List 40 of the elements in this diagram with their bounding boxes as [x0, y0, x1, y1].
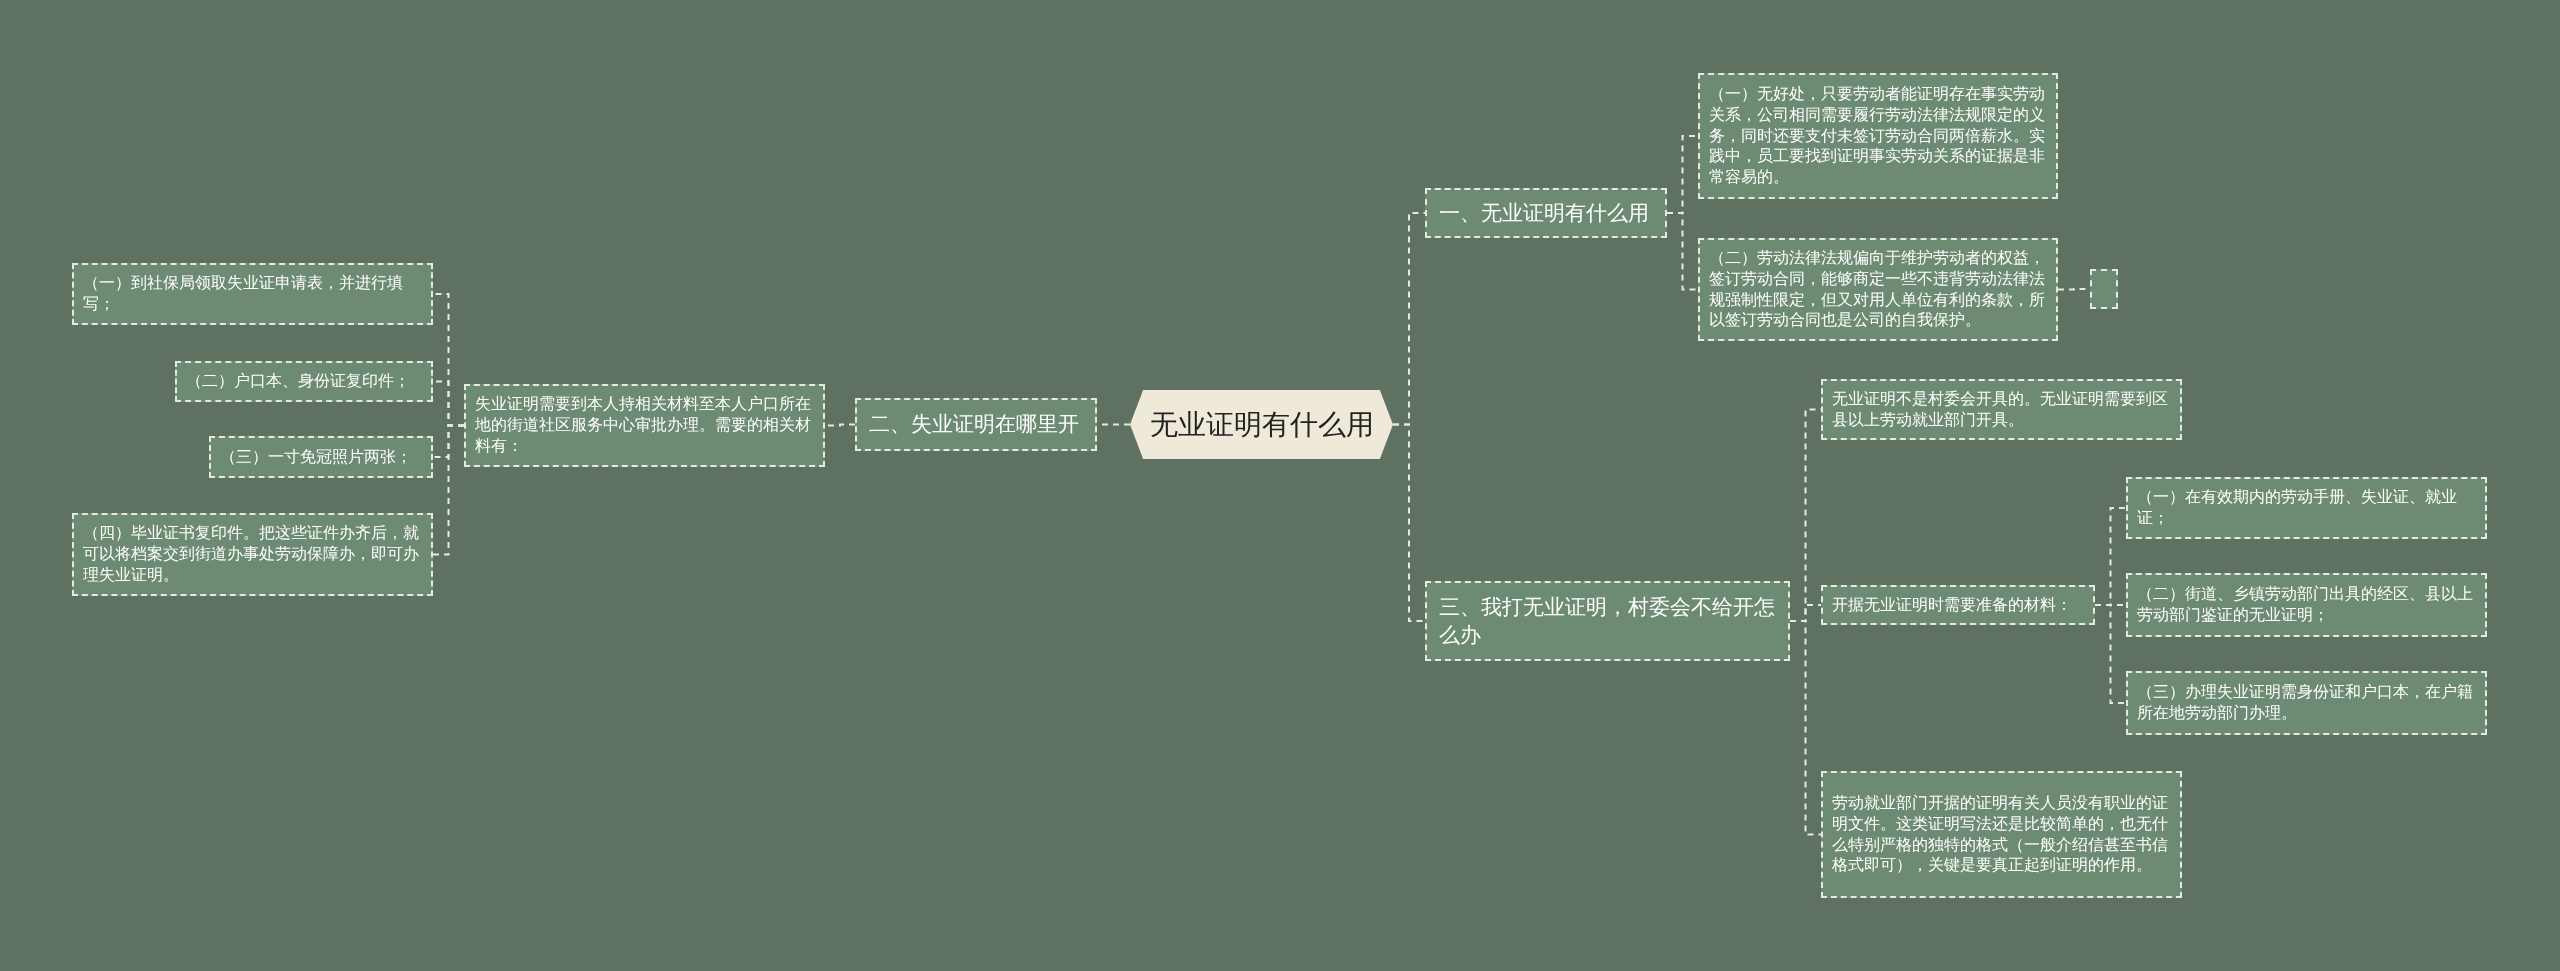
- note-text: （二）劳动法律法规偏向于维护劳动者的权益，签订劳动合同，能够商定一些不违背劳动法律法规强制性限定，但又对用人单位有利的条款，所以签订劳动合同也是公司的自我保护。: [1709, 247, 2046, 332]
- topic-box: [1425, 188, 1667, 238]
- note-text: （一）在有效期内的劳动手册、失业证、就业证；: [2137, 487, 2458, 529]
- note-text: （四）毕业证书复印件。把这些证件办齐后，就可以将档案交到街道办事处劳动保障办，即可办理失业证明。: [83, 523, 420, 586]
- note-box: [464, 384, 825, 467]
- note-box: [1698, 73, 2058, 199]
- topic-text: 无业证明有什么用: [1149, 406, 1374, 443]
- note-box: [209, 436, 433, 478]
- note-box: [1698, 238, 2058, 341]
- note-text: （三）一寸免冠照片两张；: [220, 446, 412, 468]
- note-box: [1821, 585, 2095, 625]
- note-text: （一）无好处，只要劳动者能证明存在事实劳动关系，公司相同需要履行劳动法律法规限定的义务，同时还要支付未签订劳动合同两倍薪水。实践中，员工要找到证明事实劳动关系的证据是非常容易的。: [1709, 84, 2046, 188]
- note-box: [72, 513, 433, 596]
- note-text: （二）户口本、身份证复印件；: [186, 371, 410, 392]
- topic-box: [1425, 581, 1790, 661]
- note-box: [1821, 379, 2182, 440]
- note-box: [2126, 477, 2487, 539]
- topic-text: 三、我打无业证明，村委会不给开怎么办: [1439, 593, 1776, 649]
- note-box: [1821, 771, 2182, 898]
- empty-box: [2090, 269, 2118, 309]
- connector-line: [1789, 620, 1822, 836]
- connector-line: [1666, 212, 1699, 291]
- note-text: （三）办理失业证明需身份证和户口本，在户籍所在地劳动部门办理。: [2137, 682, 2474, 724]
- topic-text: 二、失业证明在哪里开: [869, 411, 1079, 439]
- note-box: [72, 263, 433, 325]
- connector-line: [432, 424, 465, 556]
- root-hexagon: [1130, 390, 1393, 459]
- note-text: （一）到社保局领取失业证申请表，并进行填写；: [83, 273, 404, 315]
- note-text: 无业证明不是村委会开具的。无业证明需要到区县以上劳动就业部门开具。: [1832, 388, 2169, 431]
- note-text: 失业证明需要到本人持相关材料至本人户口所在地的街道社区服务中心审批办理。需要的相关材料有：: [475, 394, 812, 457]
- note-box: [175, 361, 433, 402]
- connector-line: [1392, 423, 1426, 622]
- note-text: （二）街道、乡镇劳动部门出具的经区、县以上劳动部门鉴证的无业证明；: [2137, 584, 2474, 626]
- note-box: [2126, 671, 2487, 735]
- note-text: 劳动就业部门开据的证明有关人员没有职业的证明文件。这类证明写法还是比较简单的，也无什么特别严格的独特的格式（一般介绍信甚至书信格式即可），关键是要真正起到证明的作用。: [1832, 792, 2169, 877]
- note-box: [2126, 573, 2487, 637]
- topic-text: 一、无业证明有什么用: [1439, 199, 1649, 227]
- note-text: 开据无业证明时需要准备的材料：: [1832, 594, 2072, 616]
- connector-line: [2094, 604, 2127, 704]
- topic-box: [855, 398, 1097, 451]
